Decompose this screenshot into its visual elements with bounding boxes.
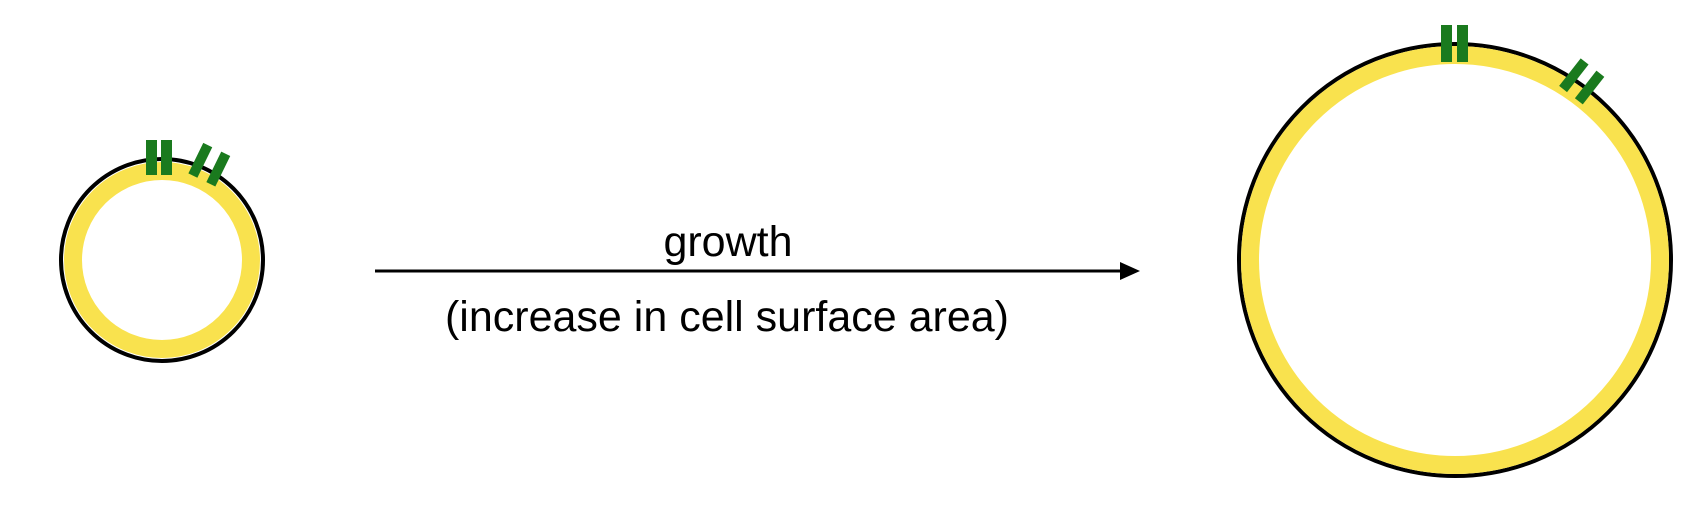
small-cell-outline bbox=[59, 157, 265, 363]
arrow-head bbox=[1120, 262, 1140, 280]
arrow-label-description: (increase in cell surface area) bbox=[445, 293, 1009, 341]
membrane-protein-icon bbox=[146, 140, 172, 175]
membrane-protein-icon bbox=[188, 142, 231, 187]
large-cell-icon bbox=[1237, 25, 1673, 478]
arrow-label-growth: growth bbox=[663, 218, 792, 266]
membrane-protein-icon bbox=[1441, 25, 1468, 62]
growth-arrow-icon bbox=[375, 262, 1140, 280]
membrane-protein-icon bbox=[1559, 58, 1605, 105]
large-cell-outline bbox=[1237, 42, 1673, 478]
small-cell-icon bbox=[59, 140, 265, 363]
small-cell-membrane bbox=[64, 162, 260, 358]
large-cell-membrane bbox=[1241, 46, 1669, 474]
